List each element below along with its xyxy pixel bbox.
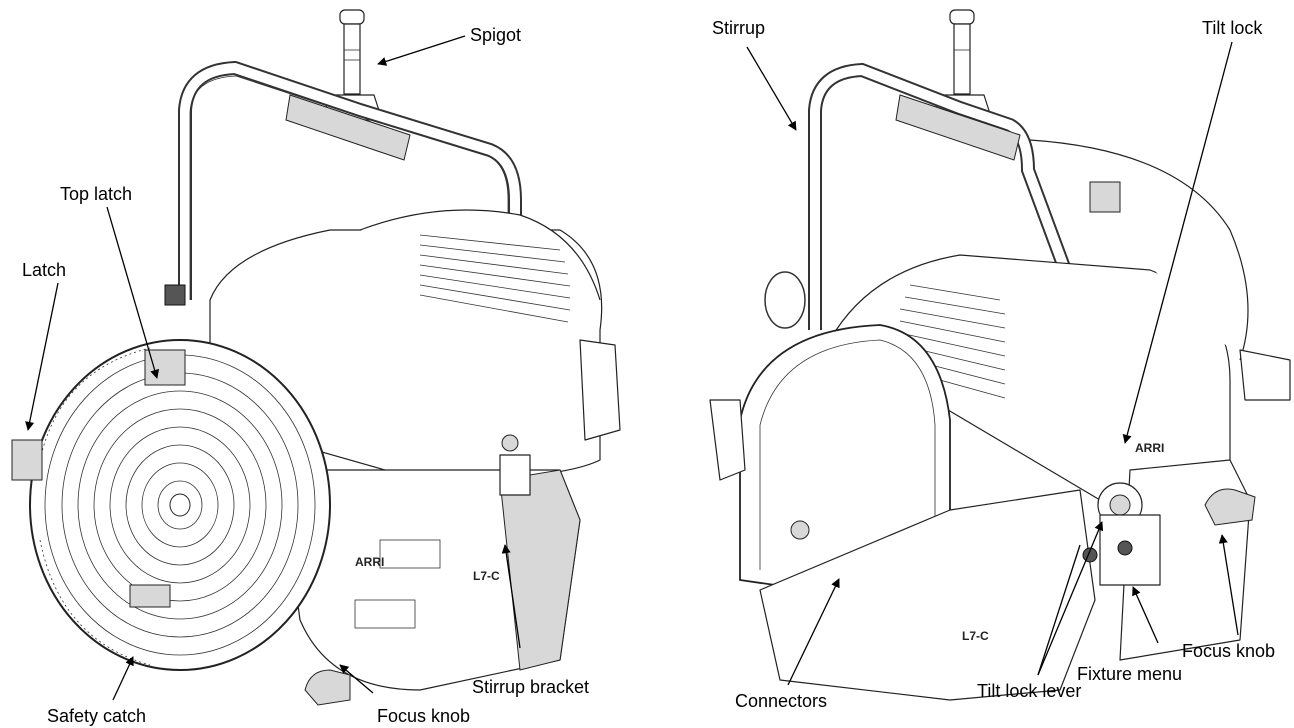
label-tilt-lock-lever: Tilt lock lever xyxy=(977,681,1081,701)
lamp-body-right xyxy=(709,139,1291,701)
label-connectors: Connectors xyxy=(735,691,827,711)
label-spigot: Spigot xyxy=(470,25,521,45)
label-latch: Latch xyxy=(22,260,66,280)
model-logo-left: L7-C xyxy=(473,569,500,583)
label-stirrup-bracket: Stirrup bracket xyxy=(472,677,589,697)
stirrup-part-left xyxy=(178,61,522,480)
fixture-rear-view: ARRI L7-C xyxy=(709,9,1291,701)
callout-labels: Spigot Top latch Latch Safety catch Focu… xyxy=(22,18,1275,726)
label-focus-knob-right: Focus knob xyxy=(1182,641,1275,661)
leader-top-latch xyxy=(106,206,160,379)
label-fixture-menu: Fixture menu xyxy=(1077,664,1182,684)
focus-knob-part-left xyxy=(304,669,351,706)
label-stirrup: Stirrup xyxy=(712,18,765,38)
leader-stirrup-bracket xyxy=(501,544,521,649)
leader-tilt-lock-lever-b xyxy=(1037,544,1081,676)
leader-latch xyxy=(25,282,59,431)
leader-tilt-lock-lever-a xyxy=(1037,521,1104,676)
leader-fixture-menu xyxy=(1132,586,1159,644)
label-tilt-lock: Tilt lock xyxy=(1202,18,1263,38)
leader-connectors xyxy=(787,578,840,686)
vent-slots-left xyxy=(419,234,571,323)
brand-logo-left: ARRI xyxy=(355,555,384,569)
stirrup-bracket-part xyxy=(499,454,531,496)
label-top-latch: Top latch xyxy=(60,184,132,204)
side-latch-part xyxy=(11,439,43,481)
label-focus-knob-left: Focus knob xyxy=(377,706,470,726)
stirrup-part-right xyxy=(808,62,1135,443)
leader-lines xyxy=(25,35,1239,701)
leader-spigot xyxy=(377,35,466,66)
leader-stirrup xyxy=(746,46,797,131)
model-logo-right: L7-C xyxy=(962,629,989,643)
focus-knob-part-right xyxy=(1204,488,1256,526)
top-latch-part xyxy=(144,349,186,386)
safety-catch-part xyxy=(129,584,171,608)
leader-safety-catch xyxy=(112,656,134,701)
leader-tilt-lock xyxy=(1122,41,1233,444)
leader-focus-knob-right xyxy=(1218,534,1239,636)
label-safety-catch: Safety catch xyxy=(47,706,146,726)
leader-focus-knob-left xyxy=(339,664,374,694)
fresnel-lens xyxy=(29,339,331,671)
brand-logo-right: ARRI xyxy=(1135,441,1164,455)
connector-port-2 xyxy=(1117,540,1133,556)
fixture-front-view: ARRI L7-C xyxy=(11,9,621,706)
